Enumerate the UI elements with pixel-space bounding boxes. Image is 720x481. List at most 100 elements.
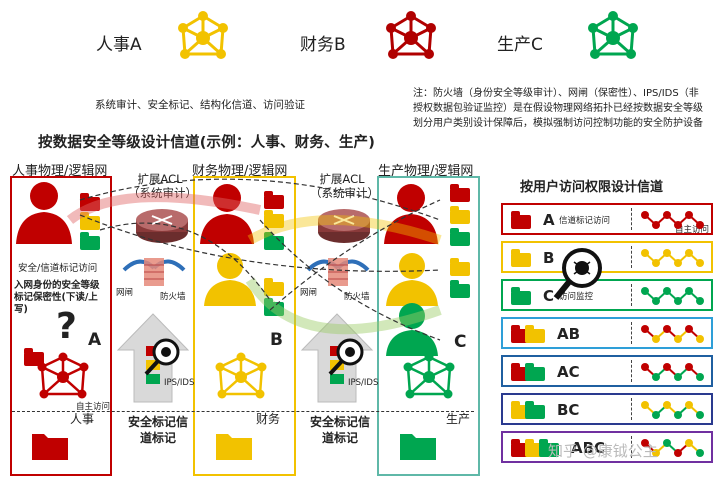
acl1-firewall-label: 防火墙 — [160, 292, 186, 302]
access-row-ac: AC — [501, 355, 713, 387]
acl2-ips-label: IPS/IDS — [348, 378, 379, 388]
flow-arrows — [66, 178, 442, 341]
fin-bottom-label: 财务 — [256, 412, 281, 426]
folder-icon — [511, 249, 531, 267]
acl1-bottom-label: 安全标记信道标记 — [127, 415, 188, 445]
folder-icon-hr-big — [32, 434, 68, 460]
folder-icon-green — [80, 232, 100, 250]
hr-network-box — [10, 176, 112, 476]
prod-bottom-label: 生产 — [446, 412, 471, 426]
network-icon — [641, 363, 704, 381]
folder-icon — [539, 439, 559, 457]
row-divider — [631, 284, 632, 306]
folder-icon — [525, 363, 545, 381]
access-row-label: AB — [557, 325, 581, 343]
acl1-title: 扩展ACL（系统审计） — [128, 172, 197, 200]
hr-channel-label: 安全/信道标记访问 — [18, 263, 98, 274]
prod-letter: C — [454, 332, 467, 352]
row-divider — [631, 208, 632, 230]
hr-identity-label: 入网身份的安全等级标记保密性(下读/上写) — [14, 280, 100, 315]
folder-icon-yellow — [80, 212, 100, 230]
row-divider — [631, 322, 632, 344]
folder-icon-fin-green-2 — [264, 298, 284, 316]
hr-bottom-label: 人事 — [70, 412, 95, 426]
access-row-note: 信道标记访问 — [559, 216, 611, 226]
bug-magnifier-icon — [553, 248, 602, 300]
prod-user-icon-yellow — [386, 253, 438, 306]
row-divider — [631, 398, 632, 420]
fin-user-icon — [200, 184, 254, 244]
folder-icon-prod-big — [400, 434, 436, 460]
subtitle: 系统审计、安全标记、结构化信道、访问验证 — [95, 99, 305, 111]
access-row-bc: BC — [501, 393, 713, 425]
network-icon-c — [588, 11, 638, 59]
folder-icon-prod-green-2 — [450, 280, 470, 298]
access-row-label: BC — [557, 401, 580, 419]
dept-c-title: 生产C — [497, 35, 543, 55]
access-row-a: A 信道标记访问自主访问 — [501, 203, 713, 235]
folder-icon-fin-red — [264, 191, 284, 209]
access-row-abc: ABC — [501, 431, 713, 463]
folder-icon-fin-big — [216, 434, 252, 460]
folder-icon — [511, 287, 531, 305]
folder-icon — [511, 211, 531, 229]
folder-icon-prod-red — [450, 184, 470, 202]
folder-icon-prod-green — [450, 228, 470, 246]
hr-column-title: 人事物理/逻辑网 — [12, 164, 108, 179]
bug-magnifier-icon-1 — [116, 313, 190, 403]
prod-network-box — [377, 176, 480, 476]
hr-letter: A — [88, 330, 102, 350]
main-title: 按数据安全等级设计信道(示例：人事、财务、生产) — [38, 135, 376, 151]
folder-icon-fin-yellow-2 — [264, 278, 284, 296]
access-row-note: 访问监控 — [559, 292, 594, 302]
row-divider — [631, 360, 632, 382]
folder-icon-prod-yellow — [450, 206, 470, 224]
network-icon-b — [386, 11, 436, 59]
folder-icon — [525, 325, 545, 343]
right-panel-title: 按用户访问权限设计信道 — [520, 180, 664, 195]
network-icon — [641, 439, 704, 457]
network-icon-fin — [215, 352, 267, 399]
router-icon-2 — [318, 209, 370, 243]
bug-magnifier-icon-2 — [300, 313, 374, 403]
hr-self-access: 自主访问 — [76, 402, 111, 412]
dept-a-title: 人事A — [96, 35, 142, 55]
hr-user-icon — [16, 182, 72, 244]
folder-icon-fin-yellow — [264, 210, 284, 228]
folder-icon — [525, 401, 545, 419]
row-divider — [631, 246, 632, 268]
access-row-note2: 自主访问 — [675, 225, 710, 235]
network-icon — [641, 401, 704, 419]
fin-letter: B — [270, 330, 283, 350]
acl2-gate-label: 网闸 — [300, 288, 318, 298]
watermark: 知乎 @康钺公主 — [548, 442, 658, 460]
network-icon — [641, 249, 704, 267]
access-row-b: B — [501, 241, 713, 273]
fin-column-title: 财务物理/逻辑网 — [192, 164, 288, 179]
acl1-gate-label: 网闸 — [116, 288, 134, 298]
access-row-label: AC — [557, 363, 580, 381]
network-icon — [641, 325, 704, 343]
access-row-label: ABC — [571, 439, 606, 457]
acl1-ips-label: IPS/IDS — [164, 378, 195, 388]
folder-icon-hr — [24, 348, 44, 366]
prod-user-icon-green — [386, 303, 438, 356]
acl2-title: 扩展ACL（系统审计） — [310, 172, 379, 200]
note-text: 注：防火墙（身份安全等级审计）、网闸（保密性）、IPS/IDS（非授权数据包验证… — [413, 88, 703, 129]
question-mark-icon: ? — [56, 306, 77, 347]
network-icon — [641, 287, 704, 305]
fin-network-box — [193, 176, 296, 476]
firewall-icon-2 — [306, 258, 370, 286]
acl2-bottom-label: 安全标记信道标记 — [309, 415, 370, 445]
row-divider — [631, 436, 632, 458]
network-icon — [641, 211, 704, 229]
network-icon-a — [178, 11, 228, 59]
access-row-label: B — [543, 249, 555, 267]
network-icon-prod — [403, 352, 455, 399]
network-icon-hr — [37, 352, 89, 399]
dashed-divider — [12, 411, 474, 412]
access-row-ab: AB — [501, 317, 713, 349]
prod-column-title: 生产物理/逻辑网 — [378, 164, 474, 179]
access-row-label: A — [543, 211, 555, 229]
